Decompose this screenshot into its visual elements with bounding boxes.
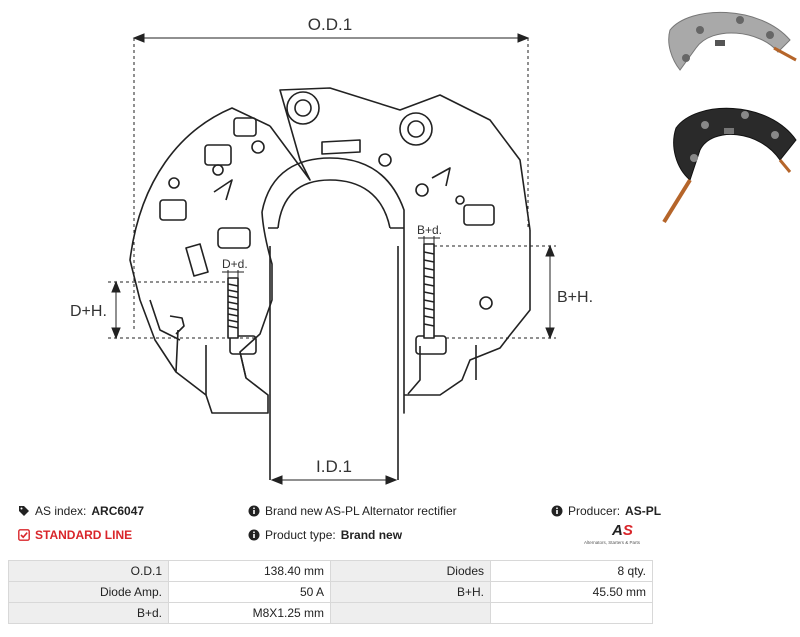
spec-label — [330, 602, 491, 624]
as-index: AS index: ARC6047 — [18, 504, 144, 518]
rectifier-left-body — [129, 107, 273, 414]
b-bolt — [423, 243, 435, 339]
info-icon — [248, 529, 260, 541]
product-photo-bottom — [662, 107, 797, 224]
logo-tagline: Alternators, Starters & Parts — [584, 540, 641, 545]
check-square-icon — [18, 529, 30, 541]
logo-mark: AS — [612, 522, 633, 539]
standard-line: STANDARD LINE — [18, 528, 132, 542]
product-type: Product type: Brand new — [248, 528, 402, 542]
table-row: B+d.M8X1.25 mm — [8, 602, 653, 624]
spec-label: B+d. — [8, 602, 169, 624]
product-type-label: Product type: — [265, 528, 336, 542]
spec-label: Diodes — [330, 560, 491, 582]
spec-label: O.D.1 — [8, 560, 169, 582]
info-row-1: AS index: ARC6047 Brand new AS-PL Altern… — [0, 504, 800, 524]
standard-line-label: STANDARD LINE — [35, 528, 133, 542]
spec-label: B+H. — [330, 581, 491, 603]
product-photo-top — [668, 11, 797, 71]
as-index-label: AS index: — [35, 504, 87, 518]
rectifier-right-body — [403, 230, 531, 414]
spec-value: 8 qty. — [490, 560, 653, 582]
bh-label: B+H. — [557, 289, 593, 306]
tag-icon — [18, 505, 30, 517]
producer-label: Producer: — [568, 504, 621, 518]
as-pl-logo: AS Alternators, Starters & Parts — [584, 522, 654, 552]
description: Brand new AS-PL Alternator rectifier — [248, 504, 457, 518]
spec-value — [490, 602, 653, 624]
id-label: I.D.1 — [316, 457, 352, 476]
spec-label: Diode Amp. — [8, 581, 169, 603]
center-bore — [261, 157, 405, 268]
description-text: Brand new AS-PL Alternator rectifier — [265, 504, 457, 518]
spec-value: M8X1.25 mm — [168, 602, 331, 624]
spec-value: 45.50 mm — [490, 581, 653, 603]
producer-value: AS-PL — [625, 504, 662, 518]
od-label: O.D.1 — [308, 15, 352, 34]
dh-label: D+H. — [70, 303, 107, 320]
as-index-value: ARC6047 — [91, 504, 145, 518]
producer: Producer: AS-PL — [551, 504, 661, 518]
info-icon — [551, 505, 563, 517]
product-type-value: Brand new — [340, 528, 403, 542]
rectifier-top-plate — [269, 87, 531, 231]
info-icon — [248, 505, 260, 517]
bd-label: B+d. — [417, 223, 442, 237]
dd-label: D+d. — [222, 257, 248, 271]
spec-value: 50 A — [168, 581, 331, 603]
info-row-2: STANDARD LINE Product type: Brand new — [0, 528, 800, 548]
technical-drawing: O.D.1 I.D.1 D+H. B+H. D+d. B+d. — [70, 11, 797, 485]
spec-value: 138.40 mm — [168, 560, 331, 582]
